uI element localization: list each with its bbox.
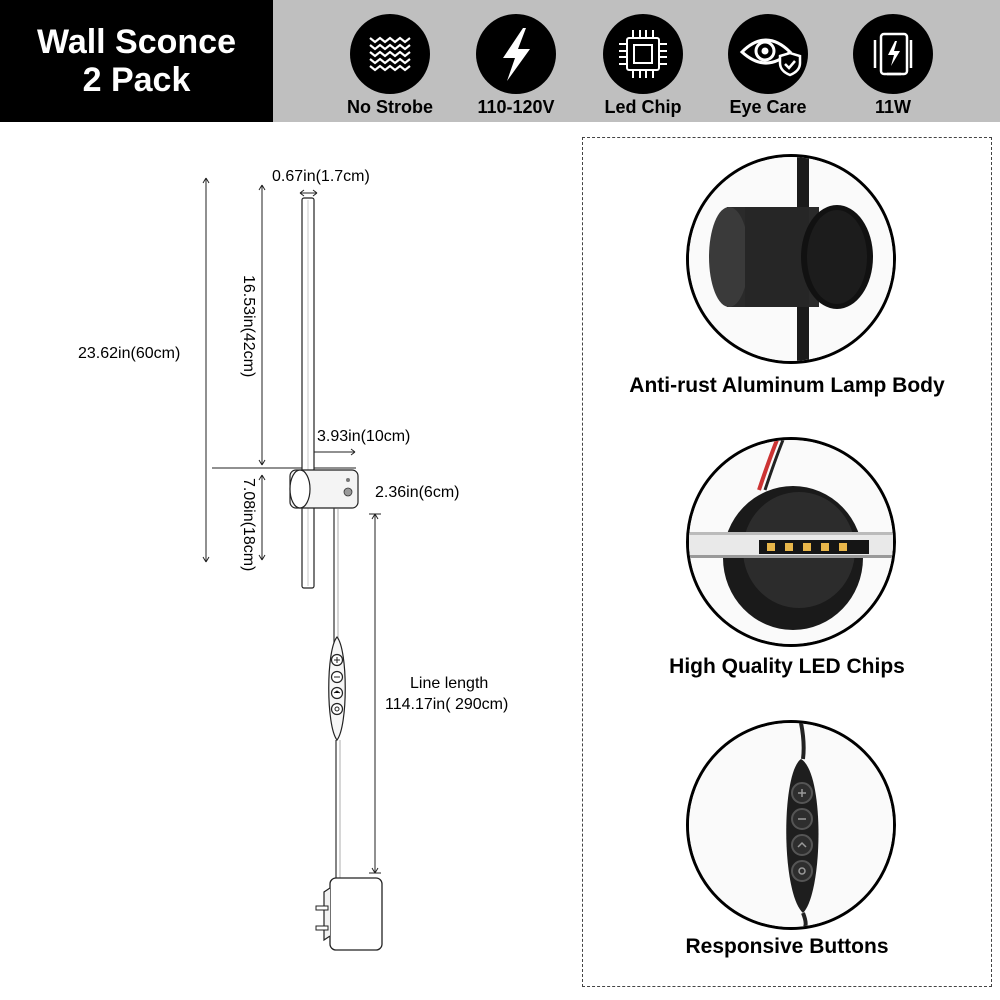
feature-eye-care: Eye Care bbox=[713, 0, 823, 122]
bar-width-label: 0.67in(1.7cm) bbox=[272, 168, 370, 185]
dimension-drawing bbox=[202, 177, 383, 951]
led-chips-photo bbox=[686, 437, 896, 647]
feature-label: Eye Care bbox=[729, 97, 807, 117]
eye-shield-icon bbox=[728, 14, 808, 94]
feature-voltage: 110-120V bbox=[461, 0, 571, 122]
feature-label: 110-120V bbox=[477, 97, 555, 117]
line-length-title: Line length bbox=[410, 675, 489, 692]
total-height-label: 23.62in(60cm) bbox=[78, 345, 181, 362]
buttons-photo bbox=[686, 720, 896, 930]
title-line-2: 2 Pack bbox=[82, 61, 191, 99]
caption-buttons: Responsive Buttons bbox=[685, 935, 889, 958]
caption-lamp-body: Anti-rust Aluminum Lamp Body bbox=[629, 374, 945, 397]
feature-label: 11W bbox=[874, 97, 912, 117]
feature-no-strobe: No Strobe bbox=[335, 0, 445, 122]
upper-height-label: 16.53in(42cm) bbox=[240, 275, 257, 378]
line-length-value: 114.17in( 290cm) bbox=[385, 696, 509, 713]
body-length-label: 3.93in(10cm) bbox=[317, 428, 411, 445]
lamp-body-photo bbox=[686, 154, 896, 364]
lower-height-label: 7.08in(18cm) bbox=[240, 478, 257, 572]
body-height-label: 2.36in(6cm) bbox=[375, 484, 460, 501]
title-line-1: Wall Sconce bbox=[36, 23, 237, 61]
lightning-icon bbox=[476, 14, 556, 94]
caption-led-chips: High Quality LED Chips bbox=[669, 655, 905, 678]
battery-icon bbox=[853, 14, 933, 94]
header-banner: Wall Sconce 2 Pack No Strobe 110-120V bbox=[0, 0, 1000, 122]
chip-icon bbox=[603, 14, 683, 94]
feature-wattage: 11W bbox=[838, 0, 948, 122]
features-panel bbox=[582, 137, 992, 987]
title-box: Wall Sconce 2 Pack bbox=[0, 0, 273, 122]
feature-label: No Strobe bbox=[346, 97, 433, 117]
wave-pattern-icon bbox=[350, 14, 430, 94]
feature-label: Led Chip bbox=[604, 97, 682, 117]
feature-led-chip: Led Chip bbox=[588, 0, 698, 122]
